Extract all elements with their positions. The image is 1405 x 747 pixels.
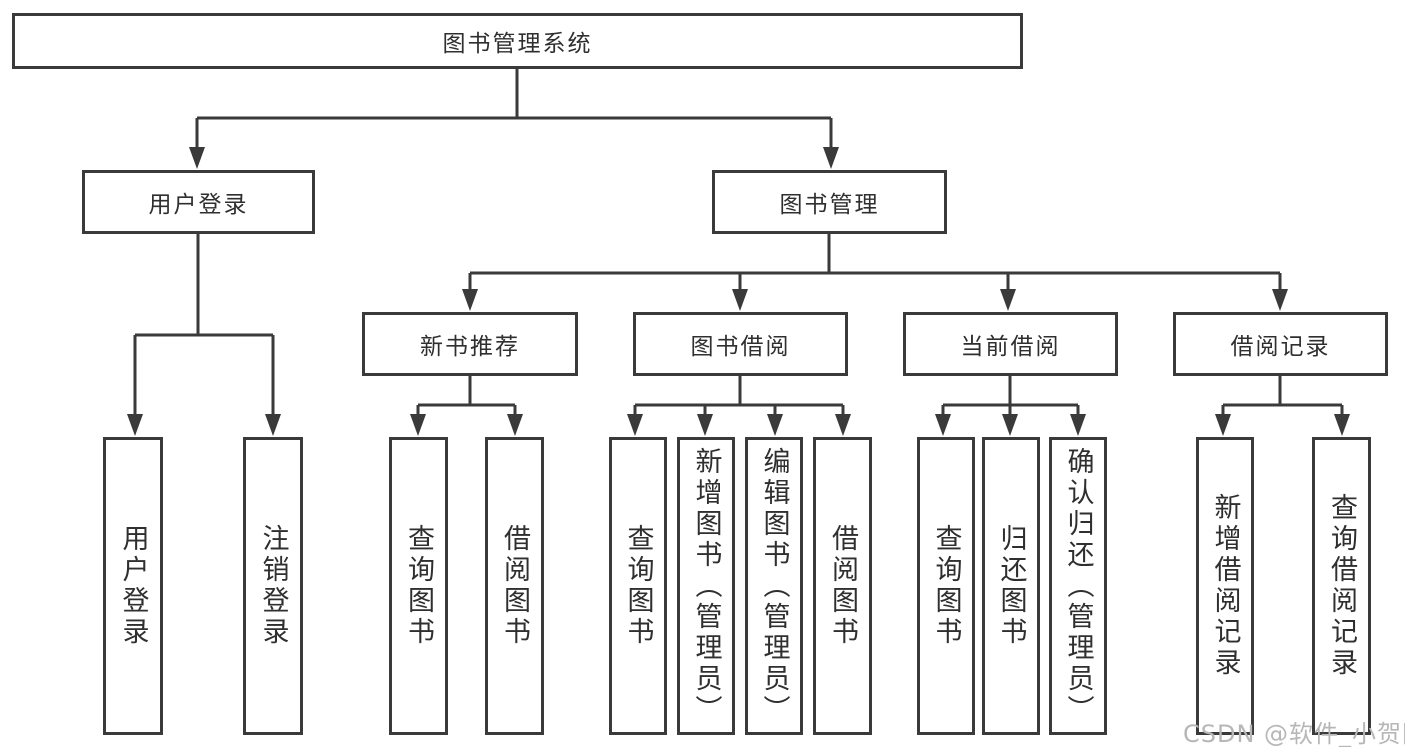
leaf-label: 查询图书 bbox=[622, 524, 654, 648]
node-label: 用户登录 bbox=[148, 192, 249, 218]
node-borrow-records: 借阅记录 bbox=[1173, 312, 1388, 376]
node-label: 新书推荐 bbox=[420, 334, 520, 360]
node-label: 图书管理系统 bbox=[442, 31, 593, 57]
leaf-label: 借阅图书 bbox=[827, 524, 858, 648]
leaf-borrow-books-recommend: 借阅图书 bbox=[485, 437, 544, 735]
leaf-label: 查询图书 bbox=[930, 524, 962, 648]
leaf-label: 注销登录 bbox=[257, 524, 289, 648]
leaf-query-books-recommend: 查询图书 bbox=[389, 437, 448, 735]
node-library-management-system: 图书管理系统 bbox=[12, 13, 1023, 69]
node-label: 借阅记录 bbox=[1230, 334, 1331, 360]
leaf-label: 查询借阅记录 bbox=[1326, 493, 1357, 679]
node-label: 图书借阅 bbox=[690, 334, 791, 360]
leaf-query-books-current: 查询图书 bbox=[917, 437, 975, 735]
node-book-management: 图书管理 bbox=[712, 170, 947, 234]
watermark: CSDN @软件_小贺同学 bbox=[1183, 720, 1405, 747]
connector-paths bbox=[133, 69, 1344, 416]
leaf-label: 新增图书（管理员） bbox=[690, 446, 722, 726]
leaf-add-borrow-record: 新增借阅记录 bbox=[1196, 437, 1254, 735]
node-label: 图书管理 bbox=[779, 192, 880, 218]
leaf-label: 编辑图书（管理员） bbox=[758, 446, 790, 726]
leaf-label: 新增借阅记录 bbox=[1209, 493, 1241, 679]
leaf-add-books-admin: 新增图书（管理员） bbox=[677, 437, 735, 735]
node-label: 当前借阅 bbox=[960, 334, 1061, 360]
leaf-logout: 注销登录 bbox=[243, 437, 303, 735]
leaf-label: 借阅图书 bbox=[499, 524, 530, 648]
node-current-borrow: 当前借阅 bbox=[903, 312, 1118, 376]
leaf-query-borrow-record: 查询借阅记录 bbox=[1312, 437, 1371, 735]
leaf-label: 归还图书 bbox=[995, 524, 1027, 648]
node-new-book-recommend: 新书推荐 bbox=[362, 312, 578, 376]
leaf-confirm-return-admin: 确认归还（管理员） bbox=[1049, 437, 1107, 735]
arrowheads bbox=[127, 147, 1350, 436]
leaf-label: 确认归还（管理员） bbox=[1062, 446, 1094, 726]
leaf-user-login: 用户登录 bbox=[103, 437, 163, 735]
leaf-borrow-books: 借阅图书 bbox=[813, 437, 872, 735]
leaf-return-books: 归还图书 bbox=[982, 437, 1040, 735]
leaf-label: 查询图书 bbox=[403, 524, 434, 648]
leaf-edit-books-admin: 编辑图书（管理员） bbox=[745, 437, 803, 735]
leaf-label: 用户登录 bbox=[117, 524, 149, 648]
node-user-login: 用户登录 bbox=[82, 170, 315, 234]
leaf-query-books-borrow: 查询图书 bbox=[609, 437, 667, 735]
node-book-borrow: 图书借阅 bbox=[633, 312, 848, 376]
